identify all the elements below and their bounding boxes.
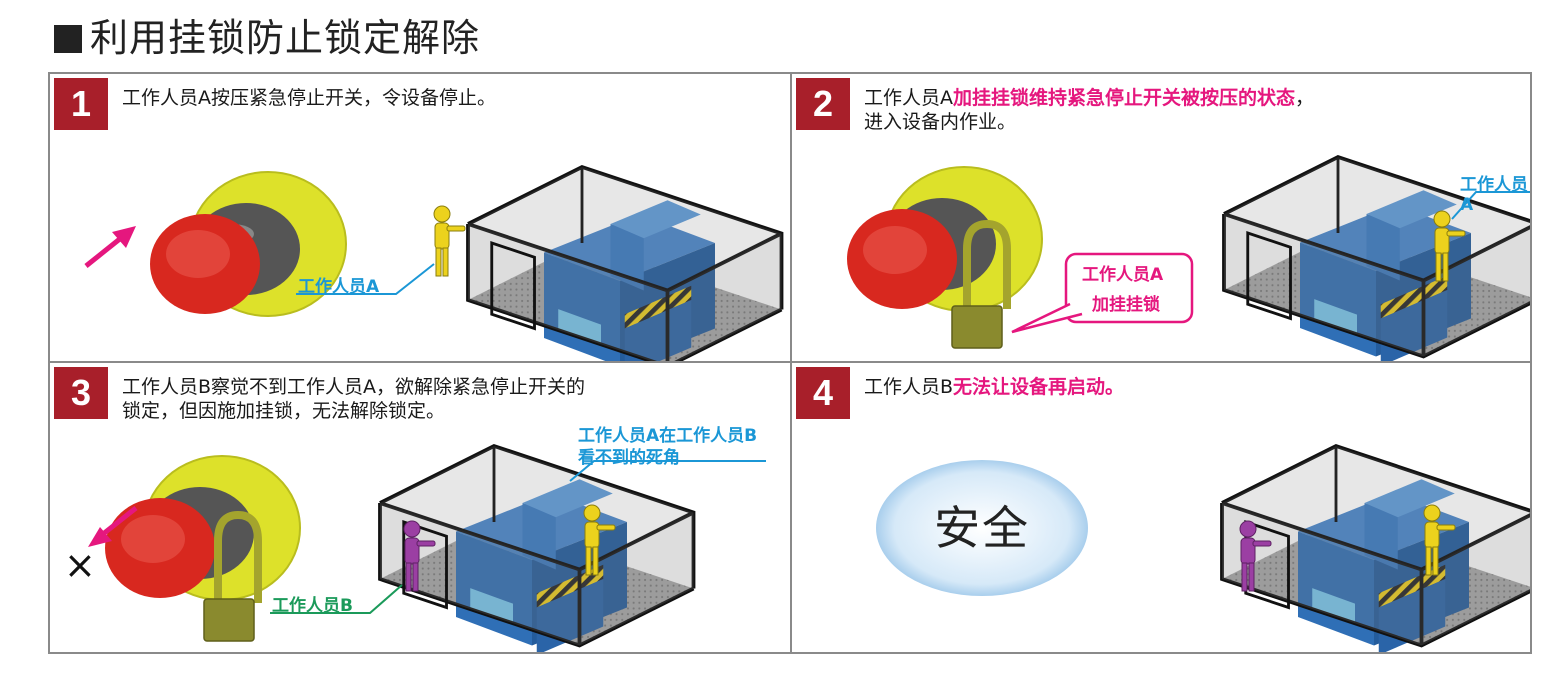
step-number: 2: [796, 78, 850, 130]
step-number: 4: [796, 367, 850, 419]
padlock-icon: [203, 510, 262, 642]
worker-b-label: 工作人员B: [272, 596, 353, 616]
worker-a-label: 工作人员A: [1460, 175, 1528, 215]
bubble-line-1: 工作人员A: [1082, 265, 1164, 285]
worker-a-icon: [433, 205, 466, 277]
step-caption: 工作人员A加挂挂锁维持紧急停止开关被按压的状态， 进入设备内作业。: [864, 87, 1315, 133]
procedure-grid: 1 工作人员A按压紧急停止开关，令设备停止。 工作人员A: [48, 72, 1532, 654]
step-number: 3: [54, 367, 108, 419]
callout-bubble: [1011, 252, 1194, 334]
blind-spot-line-2: 看不到的死角: [578, 448, 680, 468]
step-caption: 工作人员A按压紧急停止开关，令设备停止。: [122, 87, 496, 109]
push-arrow-icon: [84, 226, 136, 268]
emergency-stop-icon: [105, 455, 301, 601]
cross-mark: ×: [64, 543, 96, 587]
machine-cage-icon: [1220, 444, 1530, 652]
panel-step-2: 2 工作人员A加挂挂锁维持紧急停止开关被按压的状态， 进入设备内作业。: [792, 74, 1530, 363]
panel-step-4: 4 工作人员B无法让设备再启动。 安全: [792, 363, 1530, 652]
padlock-icon: [951, 219, 1011, 349]
bubble-line-2: 加挂挂锁: [1092, 295, 1160, 315]
panel-step-1: 1 工作人员A按压紧急停止开关，令设备停止。 工作人员A: [50, 74, 792, 363]
emergency-stop-icon: [150, 171, 347, 317]
unlock-attempt-arrow-icon: [88, 506, 138, 547]
step-2-illustration: [847, 155, 1530, 361]
step-1-illustration: [84, 165, 784, 361]
emergency-stop-icon: [847, 166, 1043, 312]
step-4-illustration: [876, 444, 1530, 652]
machine-cage-icon: [466, 165, 784, 361]
step-3-illustration: [88, 444, 766, 652]
square-bullet-icon: [54, 25, 82, 53]
worker-a-label: 工作人员A: [298, 277, 380, 297]
panel-step-3: 3 工作人员B察觉不到工作人员A，欲解除紧急停止开关的 锁定，但因施加挂锁，无法…: [50, 363, 792, 652]
step-caption: 工作人员B无法让设备再启动。: [864, 376, 1125, 398]
safe-ellipse: [876, 460, 1088, 596]
page-title: 利用挂锁防止锁定解除: [54, 12, 480, 64]
blind-spot-line-1: 工作人员A在工作人员B: [578, 426, 758, 446]
machine-cage-icon: [378, 444, 696, 652]
step-number: 1: [54, 78, 108, 130]
safe-text: 安全: [934, 501, 1030, 555]
step-caption: 工作人员B察觉不到工作人员A，欲解除紧急停止开关的 锁定，但因施加挂锁，无法解除…: [122, 376, 586, 422]
